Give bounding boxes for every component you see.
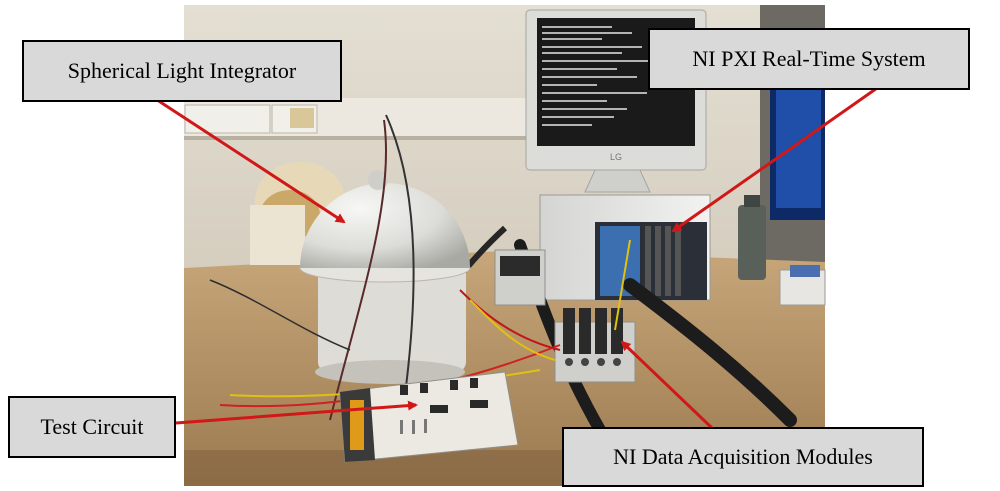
label-ni-data-acquisition-modules: NI Data Acquisition Modules [562,427,924,487]
bottle [738,205,766,280]
monitor-brand: LG [610,152,622,162]
arrow-pxi [671,84,881,233]
arrow-spherical [147,92,346,224]
label-ni-pxi-real-time-system: NI PXI Real-Time System [648,28,970,90]
label-spherical-light-integrator: Spherical Light Integrator [22,40,342,102]
integrating-sphere [299,170,471,384]
label-test-circuit: Test Circuit [8,396,176,458]
breadboard [339,371,519,463]
callout-arrows [147,84,881,430]
daq-modules [554,308,636,383]
arrow-test-circuit [175,400,418,425]
wall-socket [184,104,271,134]
arrow-daq [620,340,714,430]
